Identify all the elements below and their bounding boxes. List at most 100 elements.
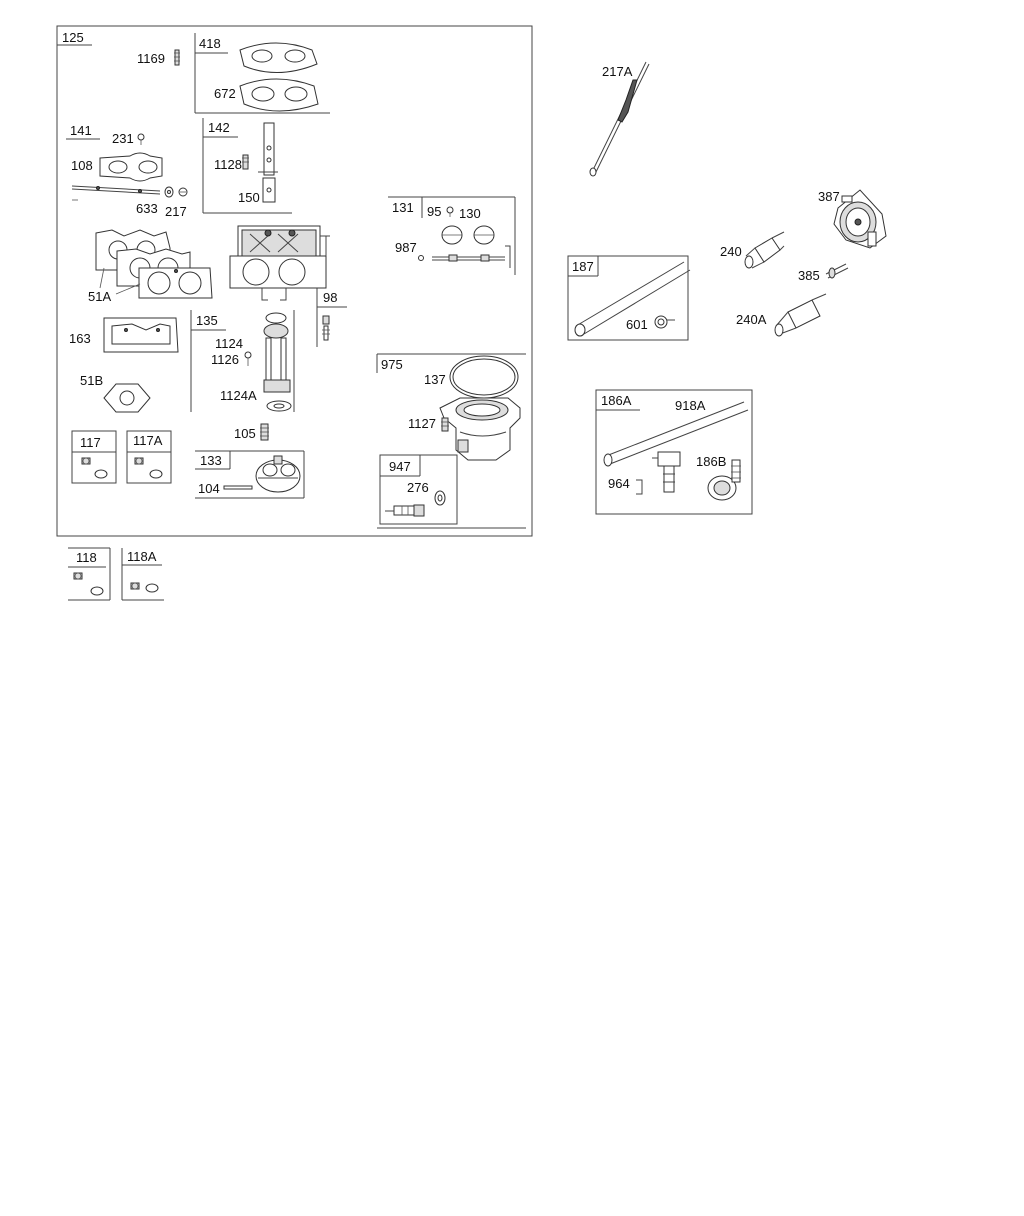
gasket-163 <box>103 317 179 353</box>
shaft-131 <box>418 245 511 268</box>
label-142: 142 <box>208 120 230 135</box>
label-240A: 240A <box>736 312 767 327</box>
label-231: 231 <box>112 131 134 146</box>
screw-105 <box>260 423 269 441</box>
gasket-51A-stack <box>95 229 213 299</box>
label-117: 117 <box>80 435 101 450</box>
parts-117A <box>134 457 163 479</box>
label-133: 133 <box>200 453 222 468</box>
kit-142-frame <box>202 118 292 214</box>
kit-418-frame <box>194 33 330 114</box>
label-217A: 217A <box>602 64 633 79</box>
pin-1126 <box>244 351 252 366</box>
label-947: 947 <box>389 459 411 474</box>
label-964: 964 <box>608 476 630 491</box>
clip-964 <box>636 479 643 495</box>
filter-240A <box>774 293 827 337</box>
label-240: 240 <box>720 244 742 259</box>
parts-118 <box>73 572 104 596</box>
label-276: 276 <box>407 480 429 495</box>
pin-104 <box>223 485 253 490</box>
kit-117-frame <box>71 430 117 484</box>
label-150: 150 <box>238 190 260 205</box>
leader-51A-2 <box>115 283 141 295</box>
label-1127: 1127 <box>408 416 436 431</box>
label-187: 187 <box>572 259 594 274</box>
label-918A: 918A <box>675 398 706 413</box>
carburetor-body <box>229 225 330 301</box>
label-117A: 117A <box>133 433 163 448</box>
parts-118A <box>130 582 159 593</box>
kit-135-frame <box>190 310 295 412</box>
label-118: 118 <box>76 550 97 565</box>
label-104: 104 <box>198 481 220 496</box>
label-1128: 1128 <box>214 157 242 172</box>
washer-276 <box>434 490 446 506</box>
label-1124A: 1124A <box>220 388 257 403</box>
label-125: 125 <box>62 30 84 45</box>
label-217: 217 <box>165 204 187 219</box>
gasket-108 <box>99 152 163 182</box>
label-163: 163 <box>69 331 91 346</box>
screw-1127 <box>441 417 449 432</box>
kit-117A-frame <box>126 430 172 484</box>
label-131: 131 <box>392 200 414 215</box>
label-387: 387 <box>818 189 840 204</box>
jet-98 <box>322 315 330 341</box>
label-186B: 186B <box>696 454 726 469</box>
label-987: 987 <box>395 240 417 255</box>
housing-975 <box>439 397 521 461</box>
clamp-601 <box>654 315 675 329</box>
label-95: 95 <box>427 204 441 219</box>
label-98: 98 <box>323 290 337 305</box>
screw-217 <box>178 187 188 197</box>
solenoid-947 <box>385 504 425 517</box>
screw-1128 <box>242 154 249 170</box>
label-108: 108 <box>71 158 93 173</box>
gasket-672 <box>239 78 319 112</box>
washer-633 <box>164 186 174 198</box>
kit-131-frame <box>388 196 516 275</box>
label-135: 135 <box>196 313 218 328</box>
kit-947-frame <box>379 454 458 525</box>
kit-975-frame <box>376 353 526 529</box>
rod-217A <box>589 61 650 177</box>
kit-118-frame <box>68 547 111 601</box>
kit-186A-frame <box>595 389 753 515</box>
plates-130 <box>441 225 495 245</box>
parts-117 <box>81 457 108 479</box>
label-1126: 1126 <box>211 352 239 367</box>
label-51B: 51B <box>80 373 103 388</box>
filter-240 <box>744 231 785 269</box>
label-418: 418 <box>199 36 221 51</box>
shaft-141 <box>71 185 161 201</box>
hose-187 <box>574 261 691 337</box>
float-1124 <box>263 312 291 393</box>
gasket-418 <box>239 42 318 74</box>
spring-231 <box>137 133 145 145</box>
gasket-51B <box>103 383 151 413</box>
label-672: 672 <box>214 86 236 101</box>
label-1169: 1169 <box>137 51 165 66</box>
oring-137 <box>449 355 519 399</box>
screw-1169 <box>174 49 180 66</box>
kit-118A-frame <box>121 548 164 601</box>
plate-142 <box>258 122 278 203</box>
label-141: 141 <box>70 123 92 138</box>
pump-387 <box>833 189 887 249</box>
kit-133-frame <box>195 450 305 499</box>
screw-385 <box>825 263 849 279</box>
label-51A: 51A <box>88 289 111 304</box>
label-105: 105 <box>234 426 256 441</box>
label-186A: 186A <box>601 393 632 408</box>
spring-95 <box>446 206 454 217</box>
kit-187-frame <box>567 255 689 341</box>
kit-125-frame <box>56 25 533 537</box>
label-137: 137 <box>424 372 446 387</box>
label-633: 633 <box>136 201 158 216</box>
bowl-133 <box>255 455 301 493</box>
float-1124A <box>266 400 292 412</box>
label-385: 385 <box>798 268 820 283</box>
leader-51A <box>99 267 105 289</box>
